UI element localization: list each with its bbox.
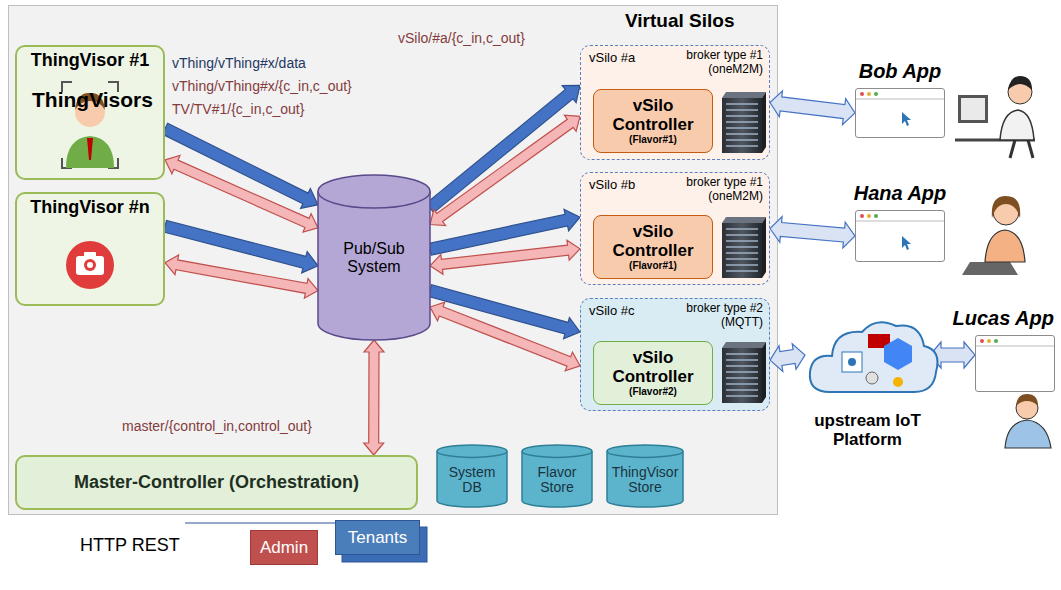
- annotation-label: TV/TV#1/{c_in,c_out}: [172, 101, 304, 117]
- node-db: Flavor Store: [522, 445, 592, 507]
- flavor-tag: (Flavor#1): [629, 134, 677, 145]
- annotation-label: Virtual Silos: [625, 10, 734, 32]
- data-flow-arrow: [430, 115, 580, 225]
- silo-name: vSilo #a: [589, 50, 635, 65]
- data-flow-arrow: [426, 85, 580, 212]
- node-tv: ThingVisor #1: [15, 45, 165, 180]
- data-flow-arrow: [165, 156, 318, 233]
- node-master: Master-Controller (Orchestration): [15, 455, 418, 510]
- broker-type: broker type #2 (MQTT): [671, 302, 763, 330]
- node-ctrl: vSilo Controller(Flavor#1): [593, 89, 713, 153]
- controller-name: vSilo Controller: [596, 97, 710, 134]
- node-title: ThingVisor #1: [31, 50, 150, 71]
- node-title: ThingVisor #n: [30, 197, 150, 218]
- annotation-label: vThing/vThing#x/data: [172, 55, 306, 71]
- cloud-icon: [810, 322, 938, 392]
- silo-name: vSilo #c: [589, 303, 635, 318]
- node-db: ThingVisor Store: [607, 445, 683, 507]
- controller-name: vSilo Controller: [596, 223, 710, 260]
- node-cyl: Pub/Sub System: [318, 175, 430, 340]
- node-ctrl: vSilo Controller(Flavor#2): [593, 341, 713, 405]
- lucas-figure: [1005, 394, 1051, 448]
- data-flow-arrow: [430, 240, 580, 274]
- store-name: System DB: [437, 457, 507, 496]
- button-label: Tenants: [348, 528, 408, 548]
- store-name: ThingVisor Store: [607, 457, 683, 496]
- node-title: Pub/Sub System: [318, 240, 430, 276]
- button-label: Admin: [260, 538, 308, 558]
- silo-name: vSilo #b: [589, 177, 635, 192]
- cloud-name: upstream IoT Platform: [805, 411, 930, 450]
- data-flow-arrow: [165, 255, 318, 298]
- store-name: Flavor Store: [522, 457, 592, 496]
- annotation-label: HTTP REST: [80, 535, 180, 556]
- camera-icon: [66, 241, 114, 289]
- data-flow-arrow: [770, 344, 805, 372]
- node-silo: vSilo #a broker type #1 (oneM2M) vSilo Con…: [580, 45, 770, 160]
- node-app: Bob App: [855, 88, 945, 138]
- node-ctrl: vSilo Controller(Flavor#1): [593, 215, 713, 279]
- node-db: System DB: [437, 445, 507, 507]
- hana-figure: [962, 196, 1025, 275]
- app-name: Hana App: [854, 182, 947, 205]
- bob-figure: [955, 76, 1035, 158]
- app-name: Bob App: [859, 60, 942, 83]
- flavor-tag: (Flavor#1): [629, 260, 677, 271]
- server-icon: [722, 217, 766, 278]
- node-silo: vSilo #c broker type #2 (MQTT) vSilo Contr…: [580, 298, 770, 411]
- node-app: Hana App: [855, 210, 945, 262]
- annotation-label: vThing/vThing#x/{c_in,c_out}: [172, 78, 352, 94]
- node-silo: vSilo #b broker type #1 (oneM2M) vSilo Con…: [580, 172, 770, 285]
- node-cloud: upstream IoT Platform: [805, 318, 930, 450]
- data-flow-arrow: [770, 91, 855, 125]
- node-btn: Tenants: [335, 520, 420, 555]
- data-flow-arrow: [770, 217, 855, 249]
- annotation-label: master/{control_in,control_out}: [122, 418, 312, 434]
- app-name: Lucas App: [953, 307, 1055, 330]
- annotation-label: ThingVisors: [32, 88, 153, 112]
- data-flow-arrow: [430, 302, 580, 371]
- node-title: Master-Controller (Orchestration): [74, 472, 359, 493]
- data-flow-arrow: [930, 342, 975, 368]
- node-tv: ThingVisor #n: [15, 192, 165, 306]
- data-flow-arrow: [364, 340, 384, 455]
- controller-name: vSilo Controller: [596, 349, 710, 386]
- server-icon: [722, 92, 766, 153]
- annotation-label: vSilo/#a/{c_in,c_out}: [398, 30, 525, 46]
- node-btn: Admin: [250, 530, 318, 565]
- broker-type: broker type #1 (oneM2M): [671, 49, 763, 77]
- flavor-tag: (Flavor#2): [629, 386, 677, 397]
- broker-type: broker type #1 (oneM2M): [671, 176, 763, 204]
- node-app: Lucas App: [975, 335, 1055, 392]
- server-icon: [722, 342, 766, 403]
- window-chrome: [856, 92, 1054, 346]
